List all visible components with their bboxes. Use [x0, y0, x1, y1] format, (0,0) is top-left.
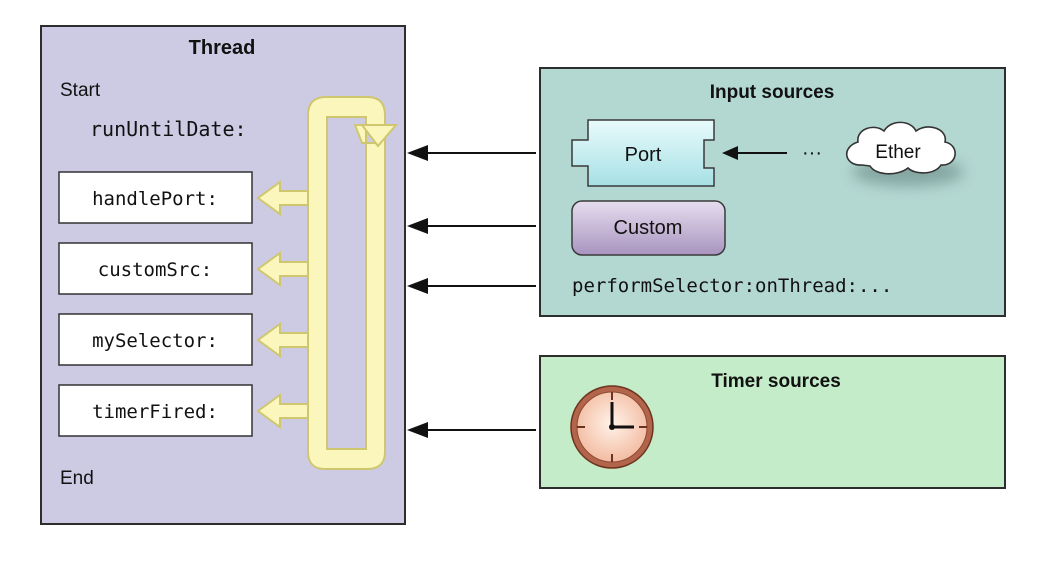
branch-arrow-custom-src	[256, 251, 309, 287]
start-label: Start	[60, 80, 101, 101]
source-arrows	[407, 145, 536, 438]
handler-label: handlePort:	[92, 188, 218, 210]
ether-to-port-arrowhead	[722, 146, 738, 160]
branch-arrow-my-selector	[256, 322, 309, 358]
branch-arrow-handle-port	[256, 180, 309, 216]
handler-box-handle-port: handlePort:	[58, 171, 253, 224]
port-shape	[571, 119, 715, 187]
ether-label: Ether	[875, 142, 921, 163]
run-loop-turn-arrow	[359, 124, 399, 148]
input-sources-panel	[539, 67, 1006, 317]
ether-cloud: Ether	[846, 121, 964, 186]
handler-box-timer-fired: timerFired:	[58, 384, 253, 437]
timer-sources-title: Timer sources	[711, 371, 841, 392]
port-label: Port	[625, 144, 662, 166]
thread-title: Thread	[189, 37, 256, 59]
port-source: Port	[571, 119, 715, 187]
run-loop	[256, 96, 399, 470]
ellipsis-label: ···	[802, 142, 822, 164]
branch-arrow-timer-fired	[256, 393, 309, 429]
handler-label: mySelector:	[92, 330, 218, 352]
handler-box-my-selector: mySelector:	[58, 313, 253, 366]
custom-shape	[571, 200, 726, 256]
custom-source: Custom	[571, 200, 726, 256]
run-until-date-label: runUntilDate:	[90, 117, 247, 141]
ether-cloud-shape	[846, 121, 956, 175]
custom-label: Custom	[614, 217, 683, 239]
handler-label: customSrc:	[98, 259, 212, 281]
clock-icon	[570, 385, 654, 469]
perform-selector-label: performSelector:onThread:...	[572, 275, 892, 297]
handler-label: timerFired:	[92, 401, 218, 423]
handler-box-custom-src: customSrc:	[58, 242, 253, 295]
input-sources-title: Input sources	[710, 82, 835, 103]
end-label: End	[60, 468, 94, 489]
